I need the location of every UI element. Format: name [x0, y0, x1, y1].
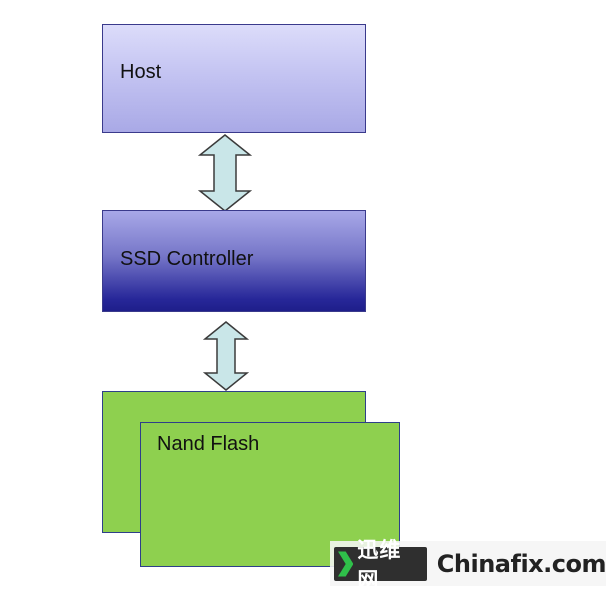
ssd-controller-box: SSD Controller — [102, 210, 366, 312]
chevron-right-icon — [338, 551, 354, 576]
bidirectional-arrow-icon-host-controller — [198, 134, 252, 212]
host-label: Host — [120, 61, 162, 83]
watermark-logo: 迅维网 — [334, 538, 427, 592]
nand-flash-box-front: Nand Flash — [140, 422, 400, 567]
watermark-domain-text: Chinafix.com — [436, 549, 606, 578]
ssd-controller-label: SSD Controller — [120, 248, 254, 270]
host-box: Host — [102, 24, 366, 133]
nand-flash-label: Nand Flash — [157, 433, 260, 455]
bidirectional-arrow-icon-controller-flash — [203, 321, 249, 391]
watermark-chinese-text: 迅维网 — [357, 537, 402, 592]
watermark: 迅维网 Chinafix.com — [330, 538, 606, 592]
